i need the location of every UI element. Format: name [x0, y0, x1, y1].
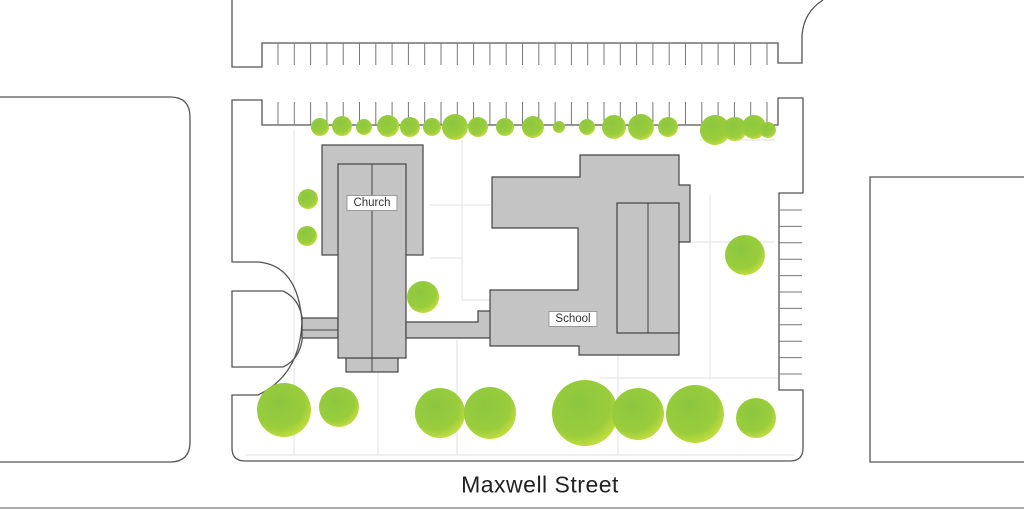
tree-icon	[723, 117, 747, 141]
tree-icon	[319, 387, 359, 427]
tree-icon	[356, 119, 372, 135]
tree-icon	[552, 380, 618, 446]
tree-icon	[298, 189, 318, 209]
tree-icon	[423, 118, 441, 136]
tree-icon	[464, 387, 516, 439]
tree-icon	[742, 115, 766, 139]
church-label: Church	[346, 195, 398, 211]
tree-icon	[407, 281, 439, 313]
tree-icon	[311, 118, 329, 136]
school-label: School	[548, 311, 598, 327]
tree-icon	[377, 115, 399, 137]
side-parking-stalls	[779, 209, 802, 375]
tree-icon	[522, 116, 544, 138]
tree-icon	[700, 115, 730, 145]
tree-icon	[257, 383, 311, 437]
top-parking-outline	[231, 0, 824, 68]
right-block	[869, 176, 1024, 463]
lot-parking-stalls	[277, 102, 768, 125]
site-lot-outline	[231, 97, 804, 462]
left-block	[0, 96, 191, 463]
tree-icon	[760, 122, 776, 138]
tree-icon	[400, 117, 420, 137]
tree-icon	[658, 117, 678, 137]
tree-icon	[579, 119, 595, 135]
tree-icon	[736, 398, 776, 438]
tree-icon	[496, 118, 514, 136]
street-name-label: Maxwell Street	[461, 471, 619, 498]
top-parking-stalls	[277, 43, 768, 65]
tree-icon	[442, 114, 468, 140]
tree-icon	[297, 226, 317, 246]
drop-off-island	[231, 290, 304, 368]
tree-icon	[602, 115, 626, 139]
tree-icon	[332, 116, 352, 136]
tree-icon	[666, 385, 724, 443]
tree-icon	[415, 388, 465, 438]
school-building[interactable]	[489, 154, 691, 356]
tree-icon	[553, 121, 565, 133]
tree-icon	[612, 388, 664, 440]
tree-icon	[468, 117, 488, 137]
tree-icon	[628, 114, 654, 140]
tree-icon	[725, 235, 765, 275]
church-building[interactable]	[301, 144, 424, 373]
connector-walkway	[405, 310, 492, 339]
trees	[257, 114, 776, 446]
